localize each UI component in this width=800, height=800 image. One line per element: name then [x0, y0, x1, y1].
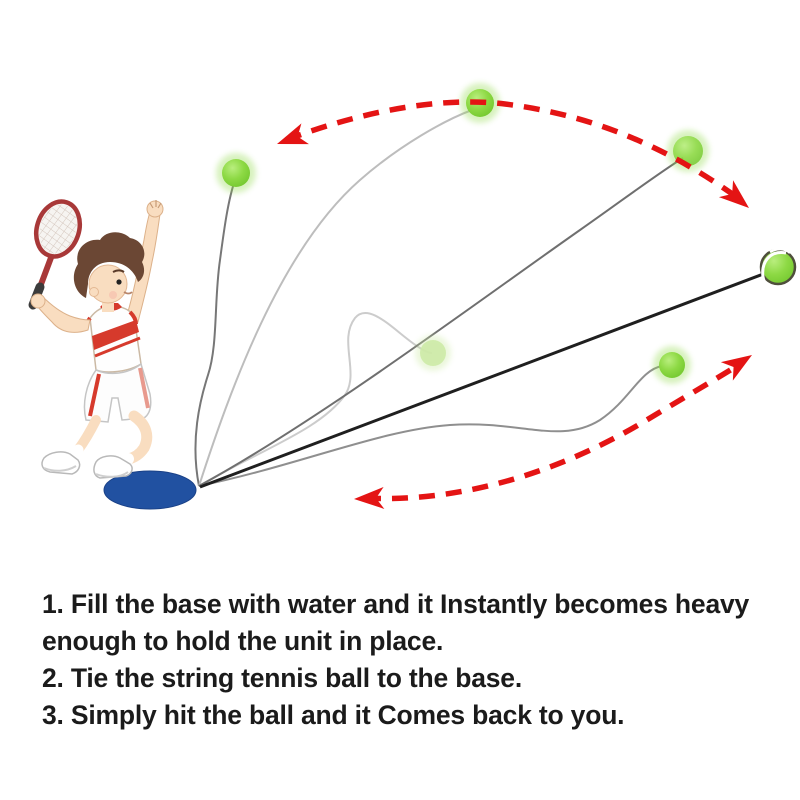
base-ellipse	[103, 470, 197, 510]
trainer-illustration	[28, 83, 797, 510]
player-fist	[30, 293, 46, 309]
string-line	[198, 365, 663, 487]
tennis-ball-main	[759, 247, 797, 293]
string-taut-black	[199, 271, 767, 489]
tennis-ball-icon	[216, 153, 256, 193]
arrowhead-icon	[277, 123, 309, 145]
trajectory-arrow-top	[277, 99, 749, 208]
player-front-leg	[122, 410, 153, 465]
tennis-ball-ghost	[415, 335, 451, 371]
string-line	[198, 311, 433, 487]
arrowhead-icon	[718, 180, 749, 208]
elastic-strings	[194, 109, 767, 489]
instruction-line-3: 3. Simply hit the ball and it Comes back…	[42, 700, 625, 730]
arrowhead-icon	[354, 486, 385, 509]
string-line	[198, 109, 473, 487]
tennis-balls	[216, 83, 797, 384]
player-shorts	[83, 362, 152, 423]
player-illustration	[28, 199, 164, 479]
instruction-line-1: 1. Fill the base with water and it Insta…	[42, 589, 750, 619]
player-head	[73, 232, 145, 312]
trajectory-arrow-bottom	[354, 355, 752, 509]
instructions-text: 1. Fill the base with water and it Insta…	[42, 586, 778, 734]
instruction-line-1-wrap: enough to hold the unit in place.	[42, 626, 444, 656]
string-line	[194, 179, 236, 487]
instruction-line-2: 2. Tie the string tennis ball to the bas…	[42, 663, 522, 693]
arrowhead-icon	[720, 355, 752, 381]
player-front-shoe	[93, 455, 133, 479]
tennis-ball-icon	[653, 346, 691, 384]
tennis-racket-icon	[28, 199, 83, 310]
string-line	[198, 157, 684, 487]
